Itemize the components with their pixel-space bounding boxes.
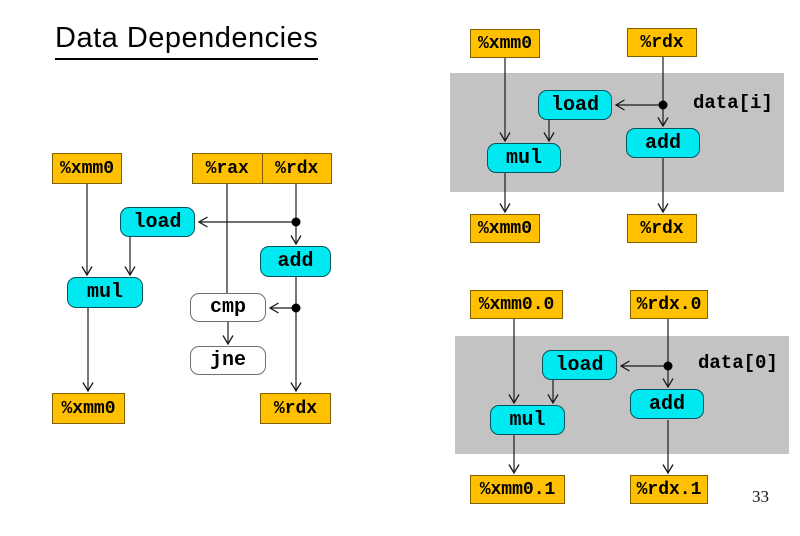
register-box-rdx-1-bottom: %rdx.1: [630, 475, 708, 504]
band-label-data-0: data[0]: [698, 352, 778, 374]
register-box-xmm0-top-left: %xmm0: [52, 153, 122, 184]
op-box-add-i: add: [626, 128, 700, 158]
register-box-rdx-0-top: %rdx.0: [630, 290, 708, 319]
register-cell-rax: %rax: [205, 158, 249, 179]
register-box-xmm0-bottom-left: %xmm0: [52, 393, 125, 424]
op-box-mul-0: mul: [490, 405, 565, 435]
register-pair-box-rax-rdx: %rax %rdx: [192, 153, 332, 184]
op-box-load-left: load: [120, 207, 195, 237]
op-box-mul-i: mul: [487, 143, 561, 173]
register-box-rdx-top-i: %rdx: [627, 28, 697, 57]
op-box-mul-left: mul: [67, 277, 143, 308]
op-box-load-0: load: [542, 350, 617, 380]
iteration-band-data-i: [450, 73, 784, 192]
band-label-data-i: data[i]: [693, 92, 773, 114]
slide-title: Data Dependencies: [55, 22, 319, 60]
register-box-xmm0-bottom-i: %xmm0: [470, 214, 540, 243]
op-box-load-i: load: [538, 90, 612, 120]
register-box-xmm0-1-bottom: %xmm0.1: [470, 475, 565, 504]
register-box-rdx-bottom-i: %rdx: [627, 214, 697, 243]
op-box-add-0: add: [630, 389, 704, 419]
page-number: 33: [752, 487, 769, 506]
op-box-add-left: add: [260, 246, 331, 277]
op-box-cmp: cmp: [190, 293, 266, 322]
register-cell-rdx: %rdx: [261, 154, 332, 183]
op-box-jne: jne: [190, 346, 266, 375]
register-box-rdx-bottom-left: %rdx: [260, 393, 331, 424]
register-box-xmm0-0-top: %xmm0.0: [470, 290, 563, 319]
register-box-xmm0-top-i: %xmm0: [470, 29, 540, 58]
